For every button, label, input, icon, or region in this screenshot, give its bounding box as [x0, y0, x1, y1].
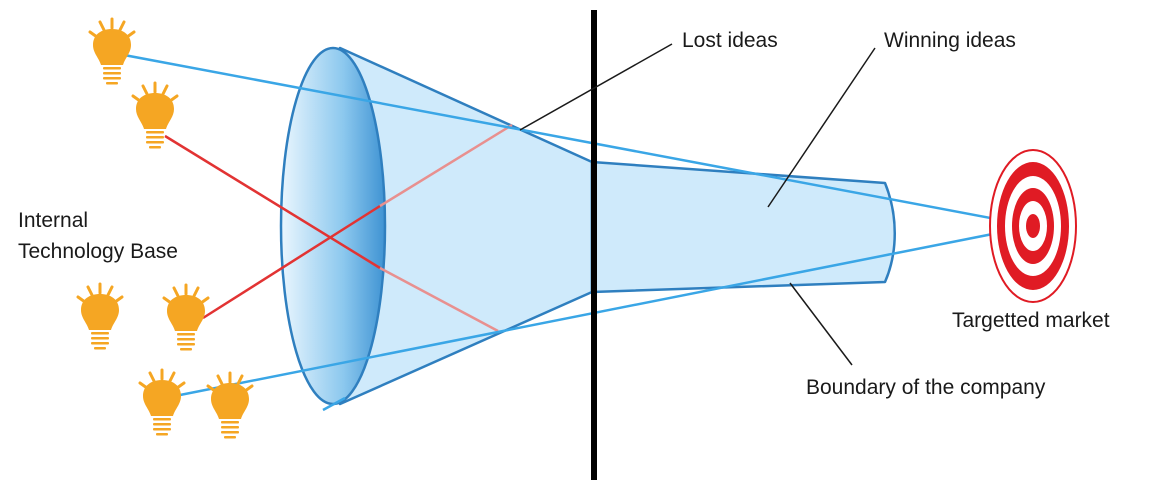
winning-ideas-leader [767, 47, 876, 208]
funnel-tube [590, 160, 896, 294]
boundary-label: Boundary of the company [806, 376, 1046, 399]
target-icon [989, 149, 1077, 303]
lightbulb-icon [76, 282, 124, 351]
winning-idea-line [123, 53, 1034, 228]
lost-idea-line-faded [379, 266, 499, 333]
lost-idea-line-faded [379, 123, 513, 208]
lost-idea-paths [164, 123, 513, 333]
winning-ideas-label: Winning ideas [884, 29, 1016, 52]
winning-idea-line-exit [322, 396, 346, 412]
lightbulb-icon [138, 368, 186, 437]
callout-leaders [519, 43, 876, 366]
lost-idea-line [164, 134, 381, 270]
lost-ideas-label: Lost ideas [682, 29, 778, 52]
lightbulb-icon [88, 17, 136, 86]
idea-bulbs [76, 17, 254, 440]
funnel [279, 46, 896, 406]
targeted-market-label: Targetted market [952, 309, 1110, 332]
internal-label-line2: Technology Base [18, 240, 178, 263]
boundary-leader [789, 282, 853, 366]
lost-idea-line [202, 204, 381, 320]
lost-ideas-leader [519, 43, 673, 131]
winning-idea-paths [123, 53, 1034, 412]
winning-idea-line [174, 224, 1034, 398]
internal-label-line1: Internal [18, 209, 88, 232]
lightbulb-icon [162, 283, 210, 352]
